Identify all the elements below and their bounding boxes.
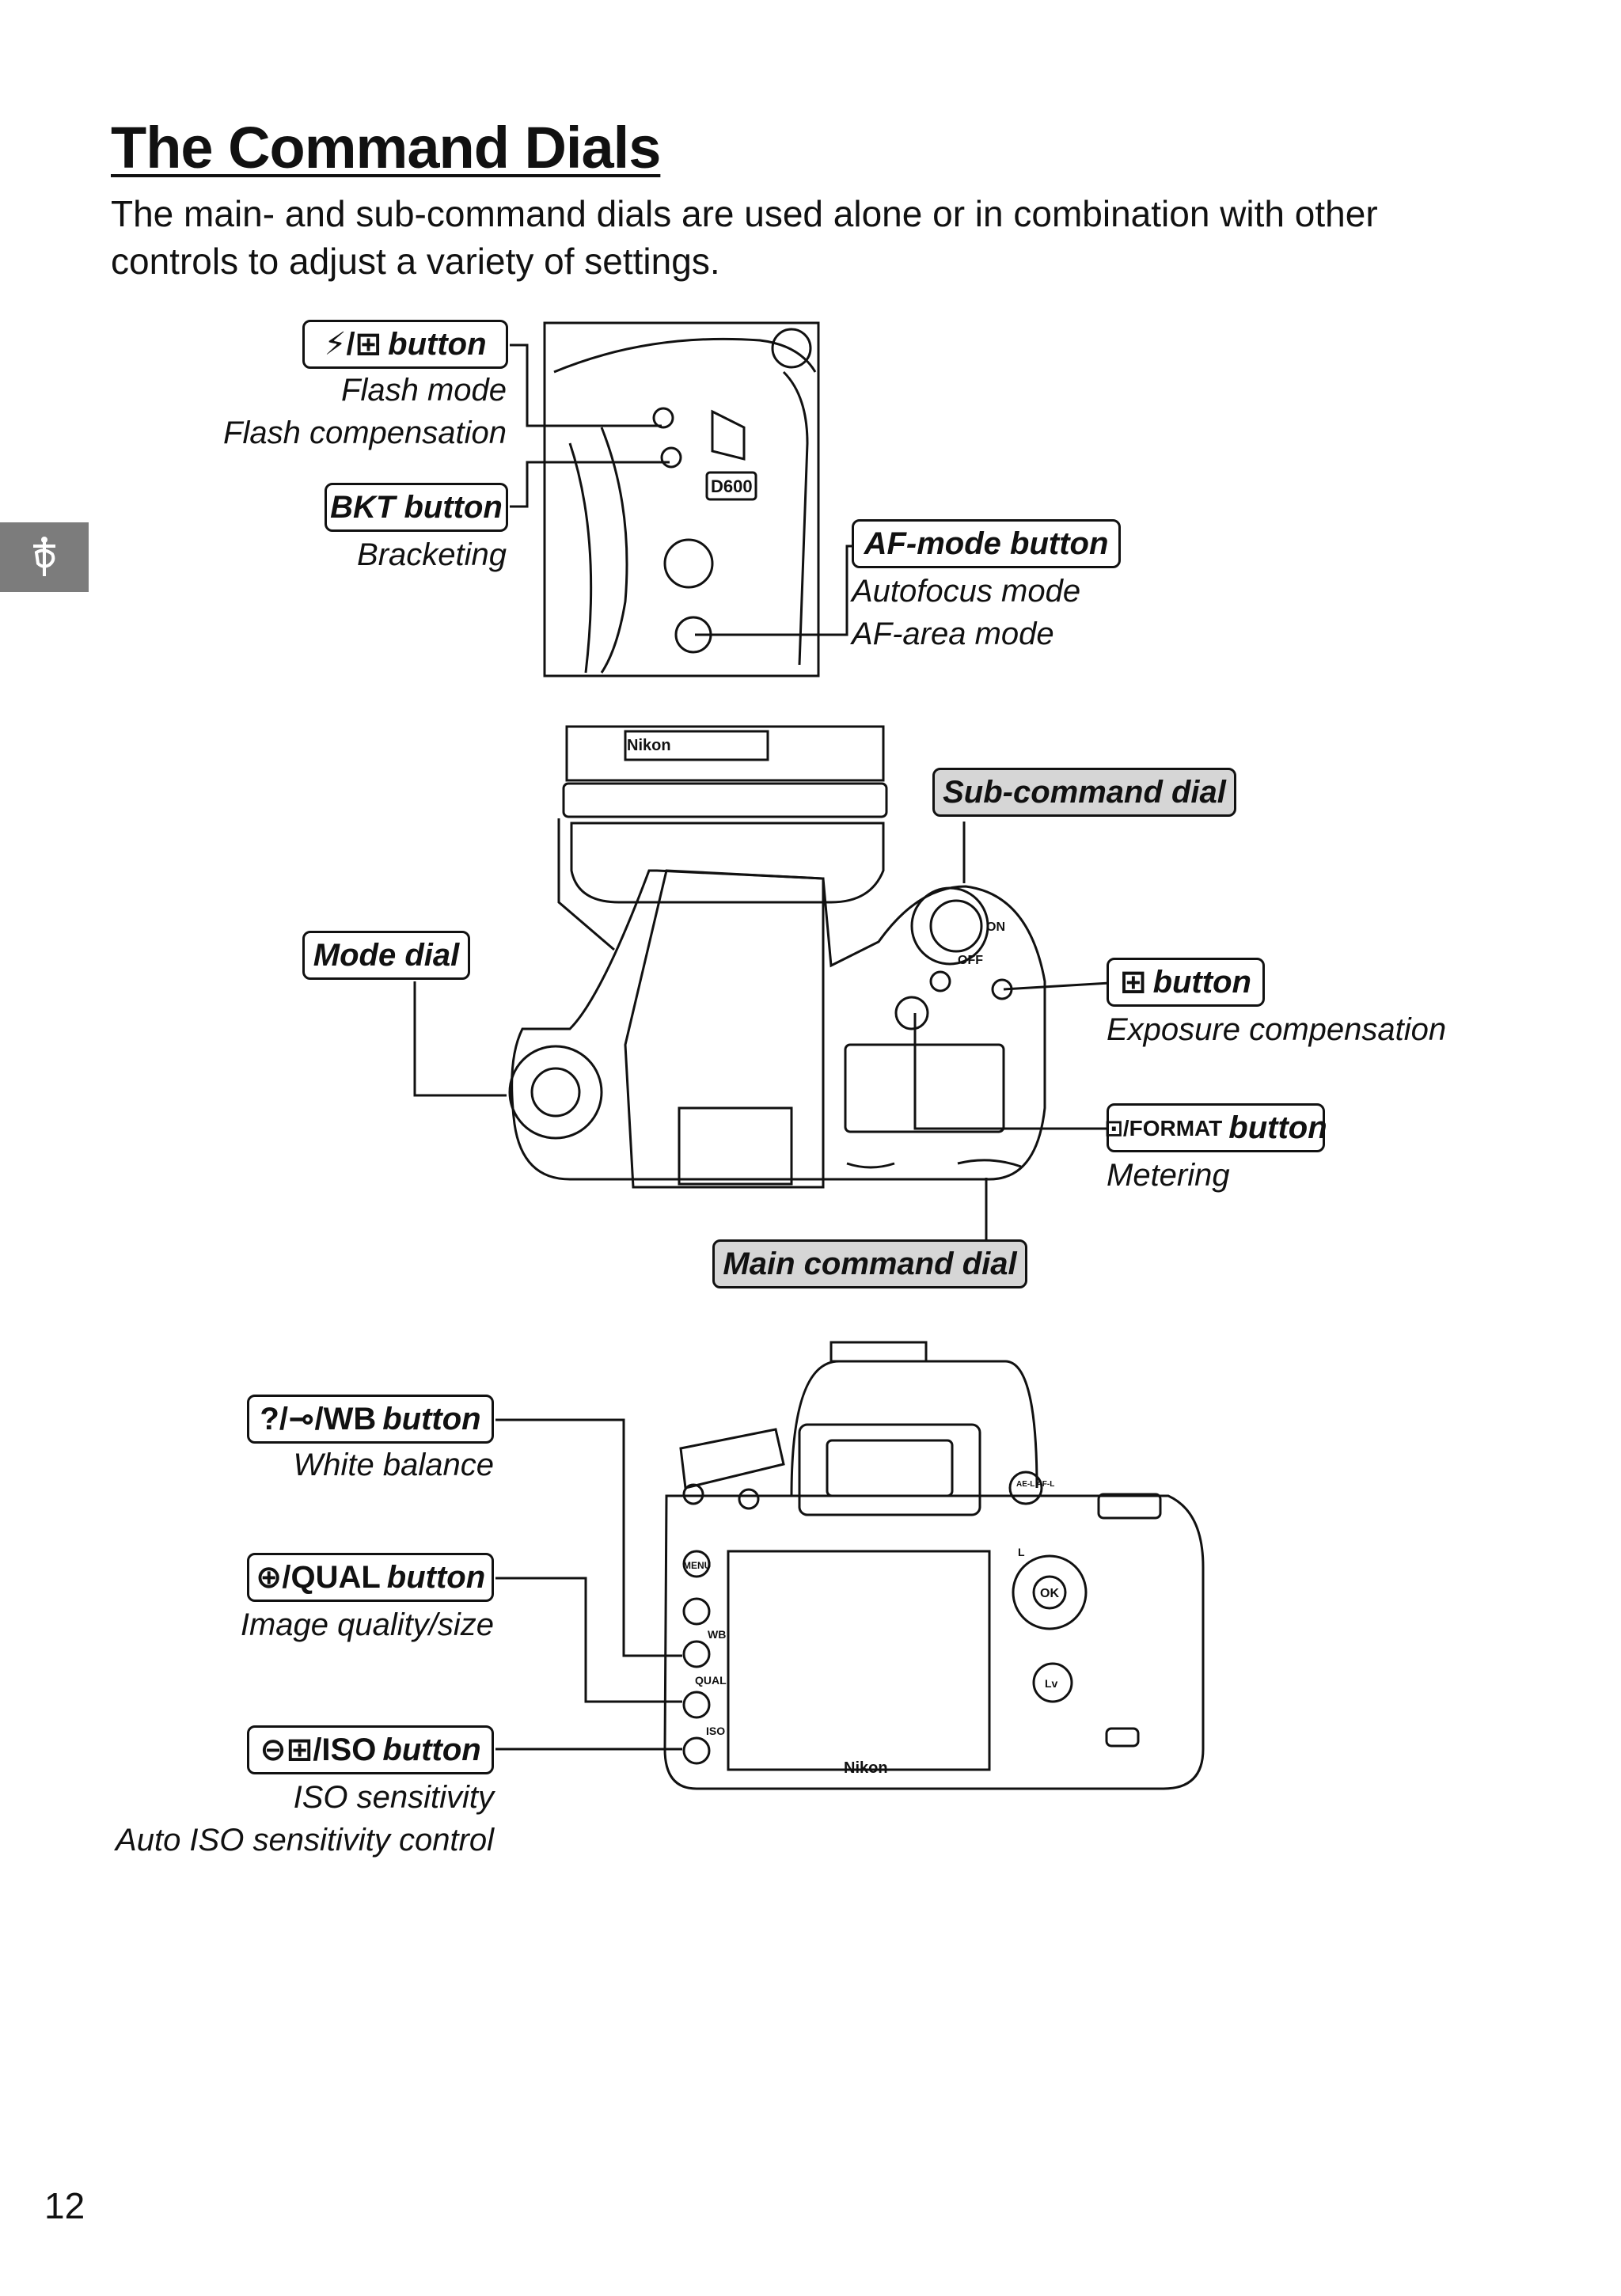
iso-button-label: ⊖⊞/ISO button — [247, 1725, 494, 1774]
metering-icon: ⊡/FORMAT — [1104, 1115, 1223, 1140]
af-mode-caption-2: AF-area mode — [852, 617, 1054, 651]
page-number: 12 — [44, 2185, 85, 2226]
qual-caption: Image quality/size — [240, 1607, 494, 1642]
sub-command-dial-label: Sub-command dial — [932, 768, 1236, 817]
metering-button-label: ⊡/FORMAT button — [1104, 1103, 1327, 1152]
mode-dial-label: Mode dial — [302, 931, 470, 980]
camera-body-top — [511, 869, 1046, 1181]
flash-icon: ⚡/⊞ — [324, 327, 382, 362]
lv-mark: Lv — [1045, 1677, 1058, 1690]
exposure-caption: Exposure compensation — [1107, 1012, 1447, 1047]
on-mark: ON — [986, 920, 1005, 934]
zoom-out-icon: ⊖⊞/ISO — [260, 1732, 377, 1767]
setup-icon — [33, 537, 55, 576]
menu-mark: MENU — [683, 1560, 711, 1571]
l-mark: L — [1018, 1546, 1025, 1558]
ok-mark: OK — [1040, 1587, 1059, 1600]
qual-button-label: ⊕/QUAL button — [247, 1553, 494, 1602]
bkt-caption: Bracketing — [357, 537, 507, 572]
flash-caption-2: Flash compensation — [223, 416, 507, 450]
back-brand-mark: Nikon — [844, 1759, 888, 1777]
model-mark: D600 — [711, 476, 753, 496]
zoom-in-icon: ⊕/QUAL — [255, 1560, 381, 1595]
wb-caption: White balance — [293, 1448, 494, 1482]
mode-dial-art — [508, 1045, 603, 1140]
page-title: The Command Dials — [111, 115, 661, 180]
main-command-dial-label: Main command dial — [712, 1239, 1027, 1288]
off-mark: OFF — [958, 954, 983, 967]
camera-body-back — [663, 1494, 1205, 1790]
help-protect-icon: ?/⊸/WB — [260, 1402, 377, 1436]
flash-caption-1: Flash mode — [341, 373, 507, 408]
af-mode-caption-1: Autofocus mode — [852, 574, 1081, 609]
exposure-button-label: ⊞ button — [1107, 958, 1265, 1007]
side-tab — [0, 522, 89, 592]
flash-button-label: ⚡/⊞ button — [302, 320, 508, 369]
multi-selector — [1012, 1554, 1088, 1630]
af-mode-button-label: AF-mode button — [852, 519, 1121, 568]
viewfinder — [798, 1423, 981, 1516]
ae-af-lock-mark: AE-L AF-L — [1016, 1480, 1054, 1489]
bkt-button-label: BKT button — [325, 483, 508, 532]
exposure-compensation-icon: ⊞ — [1120, 965, 1147, 1000]
sub-command-dial-art — [929, 899, 983, 953]
qual-mark: QUAL — [695, 1674, 727, 1687]
iso-caption-2: Auto ISO sensitivity control — [116, 1823, 494, 1858]
lcd-monitor — [727, 1550, 991, 1771]
iso-caption-1: ISO sensitivity — [293, 1780, 494, 1815]
wb-mark: WB — [708, 1628, 726, 1641]
wb-button-label: ?/⊸/WB button — [247, 1395, 494, 1444]
inset-frame — [543, 321, 820, 677]
lens-brand-mark: Nikon — [627, 737, 671, 754]
metering-caption: Metering — [1107, 1158, 1230, 1193]
intro-paragraph: The main- and sub-command dials are used… — [111, 193, 1378, 282]
iso-mark: ISO — [706, 1725, 725, 1737]
lens-top — [565, 725, 885, 782]
